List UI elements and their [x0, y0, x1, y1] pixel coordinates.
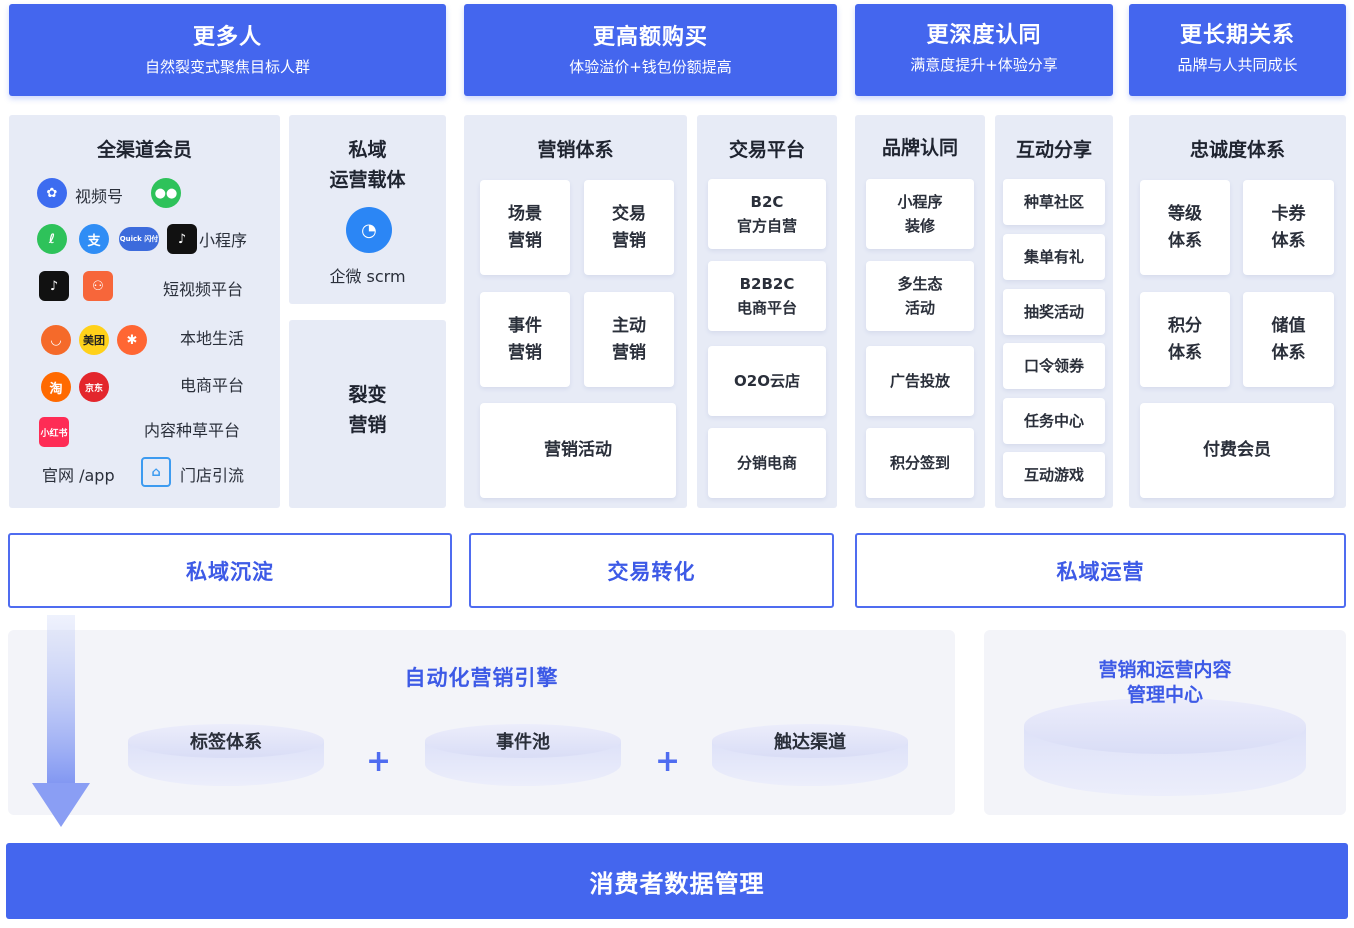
brand-card: 小程序 装修 [866, 179, 974, 249]
loyalty-card: 等级 体系 [1140, 180, 1230, 275]
miniprogram-label: 小程序 [199, 231, 248, 250]
header-deeper-recognition: 更深度认同 满意度提升+体验分享 [855, 4, 1113, 96]
plus-sign: + [655, 744, 681, 779]
header-title: 更高额购买 [592, 25, 708, 50]
brand-recognition-panel: 品牌认同 小程序 装修 多生态 活动 广告投放 积分签到 [855, 115, 985, 508]
header-subtitle: 品牌与人共同成长 [1177, 56, 1298, 74]
dianping-icon: ✱ [117, 325, 147, 355]
interaction-title: 互动分享 [1015, 139, 1092, 161]
brand-card: 广告投放 [866, 346, 974, 416]
header-longer-relationship: 更长期关系 品牌与人共同成长 [1129, 4, 1346, 96]
reach-channel-label: 触达渠道 [774, 732, 846, 753]
interaction-card: 集单有礼 [1003, 234, 1105, 280]
miniprogram-icon: ℓ [37, 224, 67, 254]
trade-card: B2B2C 电商平台 [708, 261, 826, 331]
shipinhao-icon: ✿ [37, 178, 67, 208]
trade-card: B2C 官方自营 [708, 179, 826, 249]
header-subtitle: 满意度提升+体验分享 [910, 56, 1058, 74]
store-icon: ⌂ [141, 457, 171, 487]
loyalty-card: 积分 体系 [1140, 292, 1230, 387]
marketing-system-title: 营销体系 [537, 139, 614, 161]
loyalty-title: 忠诚度体系 [1189, 139, 1285, 161]
store-label: 门店引流 [180, 466, 245, 485]
local-life-label: 本地生活 [180, 329, 245, 348]
event-pool-disk: 事件池 [425, 724, 621, 794]
header-title: 更多人 [192, 25, 262, 50]
header-title: 更深度认同 [926, 23, 1042, 48]
fission-title: 裂变 营销 [348, 384, 387, 436]
taobao-icon: 淘 [41, 372, 71, 402]
interaction-card: 任务中心 [1003, 398, 1105, 444]
private-carrier-panel: 私域 运营载体 ◔ 企微 scrm [289, 115, 446, 304]
reach-channel-disk: 触达渠道 [712, 724, 908, 794]
ecommerce-label: 电商平台 [180, 376, 245, 395]
trade-card: 分销电商 [708, 428, 826, 498]
jd-icon: 京东 [79, 372, 109, 402]
paid-member-card: 付费会员 [1140, 403, 1334, 498]
down-arrow-icon [32, 615, 90, 827]
tag-system-disk: 标签体系 [128, 724, 324, 794]
interaction-panel: 互动分享 种草社区 集单有礼 抽奖活动 口令领券 任务中心 互动游戏 [995, 115, 1113, 508]
brand-card: 多生态 活动 [866, 261, 974, 331]
tiktok-icon: ♪ [39, 271, 69, 301]
members-panel: 全渠道会员 ✿ 视频号 ●● ℓ 支 Quick 闪付 ♪ 小程序 ♪ ⚇ 短视… [9, 115, 280, 508]
trade-platform-title: 交易平台 [728, 139, 805, 161]
brand-card: 积分签到 [866, 428, 974, 498]
marketing-card: 场景 营销 [480, 180, 570, 275]
content-center-panel: 营销和运营内容 管理中心 [984, 630, 1346, 815]
content-center-title: 营销和运营内容 管理中心 [1098, 659, 1232, 706]
marketing-card: 事件 营销 [480, 292, 570, 387]
tag-system-label: 标签体系 [190, 732, 262, 753]
consumer-data-management: 消费者数据管理 [6, 843, 1348, 919]
website-label: 官网 /app [42, 466, 115, 485]
members-title: 全渠道会员 [96, 139, 192, 161]
fission-panel: 裂变 营销 [289, 320, 446, 508]
content-center-disk [1024, 698, 1306, 798]
interaction-card: 互动游戏 [1003, 452, 1105, 498]
interaction-card: 口令领券 [1003, 343, 1105, 389]
wechat-icon: ●● [151, 178, 181, 208]
plus-sign: + [366, 744, 392, 779]
loyalty-panel: 忠诚度体系 等级 体系 卡券 体系 积分 体系 储值 体系 付费会员 [1129, 115, 1346, 508]
trade-platform-panel: 交易平台 B2C 官方自营 B2B2C 电商平台 O2O云店 分销电商 [697, 115, 837, 508]
marketing-card: 主动 营销 [584, 292, 674, 387]
loyalty-card: 卡券 体系 [1243, 180, 1334, 275]
trade-card: O2O云店 [708, 346, 826, 416]
quickpass-icon: Quick 闪付 [119, 227, 159, 251]
interaction-card: 抽奖活动 [1003, 289, 1105, 335]
alipay-icon: 支 [79, 224, 109, 254]
content-label: 内容种草平台 [144, 421, 241, 440]
wecom-icon: ◔ [346, 207, 392, 253]
meituan-icon: 美团 [79, 325, 109, 355]
automation-engine-panel: 自动化营销引擎 标签体系 + 事件池 + 触达渠道 [8, 630, 955, 815]
event-pool-label: 事件池 [496, 732, 550, 753]
douyin-icon: ♪ [167, 224, 197, 254]
stage-private-operation: 私域运营 [855, 533, 1346, 608]
interaction-card: 种草社区 [1003, 179, 1105, 225]
header-higher-purchase: 更高额购买 体验溢价+钱包份额提高 [464, 4, 837, 96]
header-subtitle: 体验溢价+钱包份额提高 [569, 58, 732, 76]
short-video-label: 短视频平台 [163, 280, 244, 299]
wecom-scrm-label: 企微 scrm [329, 267, 406, 286]
xiaohongshu-icon: 小红书 [39, 417, 69, 447]
brand-recognition-title: 品牌认同 [881, 137, 958, 159]
header-subtitle: 自然裂变式聚焦目标人群 [144, 58, 310, 76]
marketing-system-panel: 营销体系 场景 营销 交易 营销 事件 营销 主动 营销 营销活动 [464, 115, 687, 508]
automation-engine-title: 自动化营销引擎 [404, 666, 559, 690]
kuaishou-icon: ⚇ [83, 271, 113, 301]
stage-private-deposit: 私域沉淀 [8, 533, 452, 608]
eleme-icon: ◡ [41, 325, 71, 355]
header-title: 更长期关系 [1179, 23, 1295, 48]
marketing-card: 交易 营销 [584, 180, 674, 275]
private-carrier-title: 私域 运营载体 [329, 139, 406, 191]
shipinhao-label: 视频号 [75, 187, 124, 206]
stage-trade-conversion: 交易转化 [469, 533, 834, 608]
loyalty-card: 储值 体系 [1243, 292, 1334, 387]
header-more-people: 更多人 自然裂变式聚焦目标人群 [9, 4, 446, 96]
marketing-activity-card: 营销活动 [480, 403, 676, 498]
